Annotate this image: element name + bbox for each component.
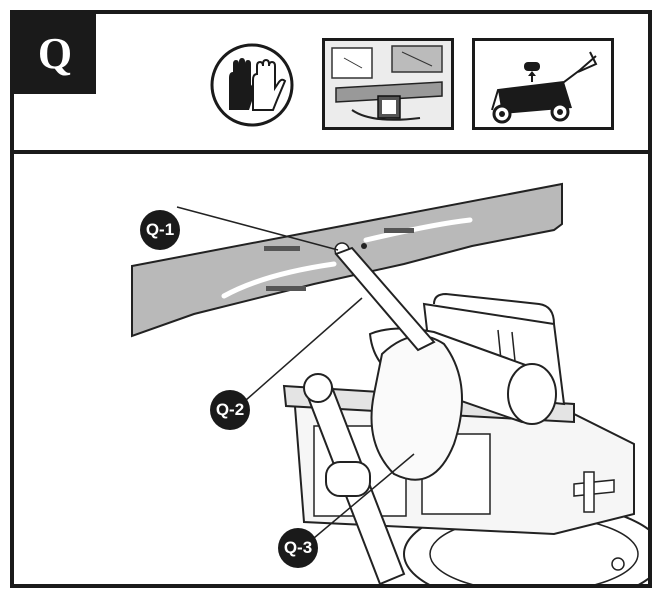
callout-q3: Q-3 bbox=[278, 528, 318, 568]
step-badge: Q bbox=[14, 14, 96, 94]
spark-plug-disconnect-icon bbox=[472, 38, 614, 130]
gloves-icon bbox=[209, 42, 295, 128]
blade-under-deck-icon bbox=[322, 38, 454, 130]
panel-header: Q bbox=[14, 14, 648, 154]
callout-q1: Q-1 bbox=[140, 210, 180, 250]
illustration-area: Q-1 Q-2 Q-3 bbox=[14, 154, 648, 584]
blade-vise-illustration bbox=[131, 182, 648, 584]
callout-q2: Q-2 bbox=[210, 390, 250, 430]
instruction-panel: Q bbox=[10, 10, 652, 588]
